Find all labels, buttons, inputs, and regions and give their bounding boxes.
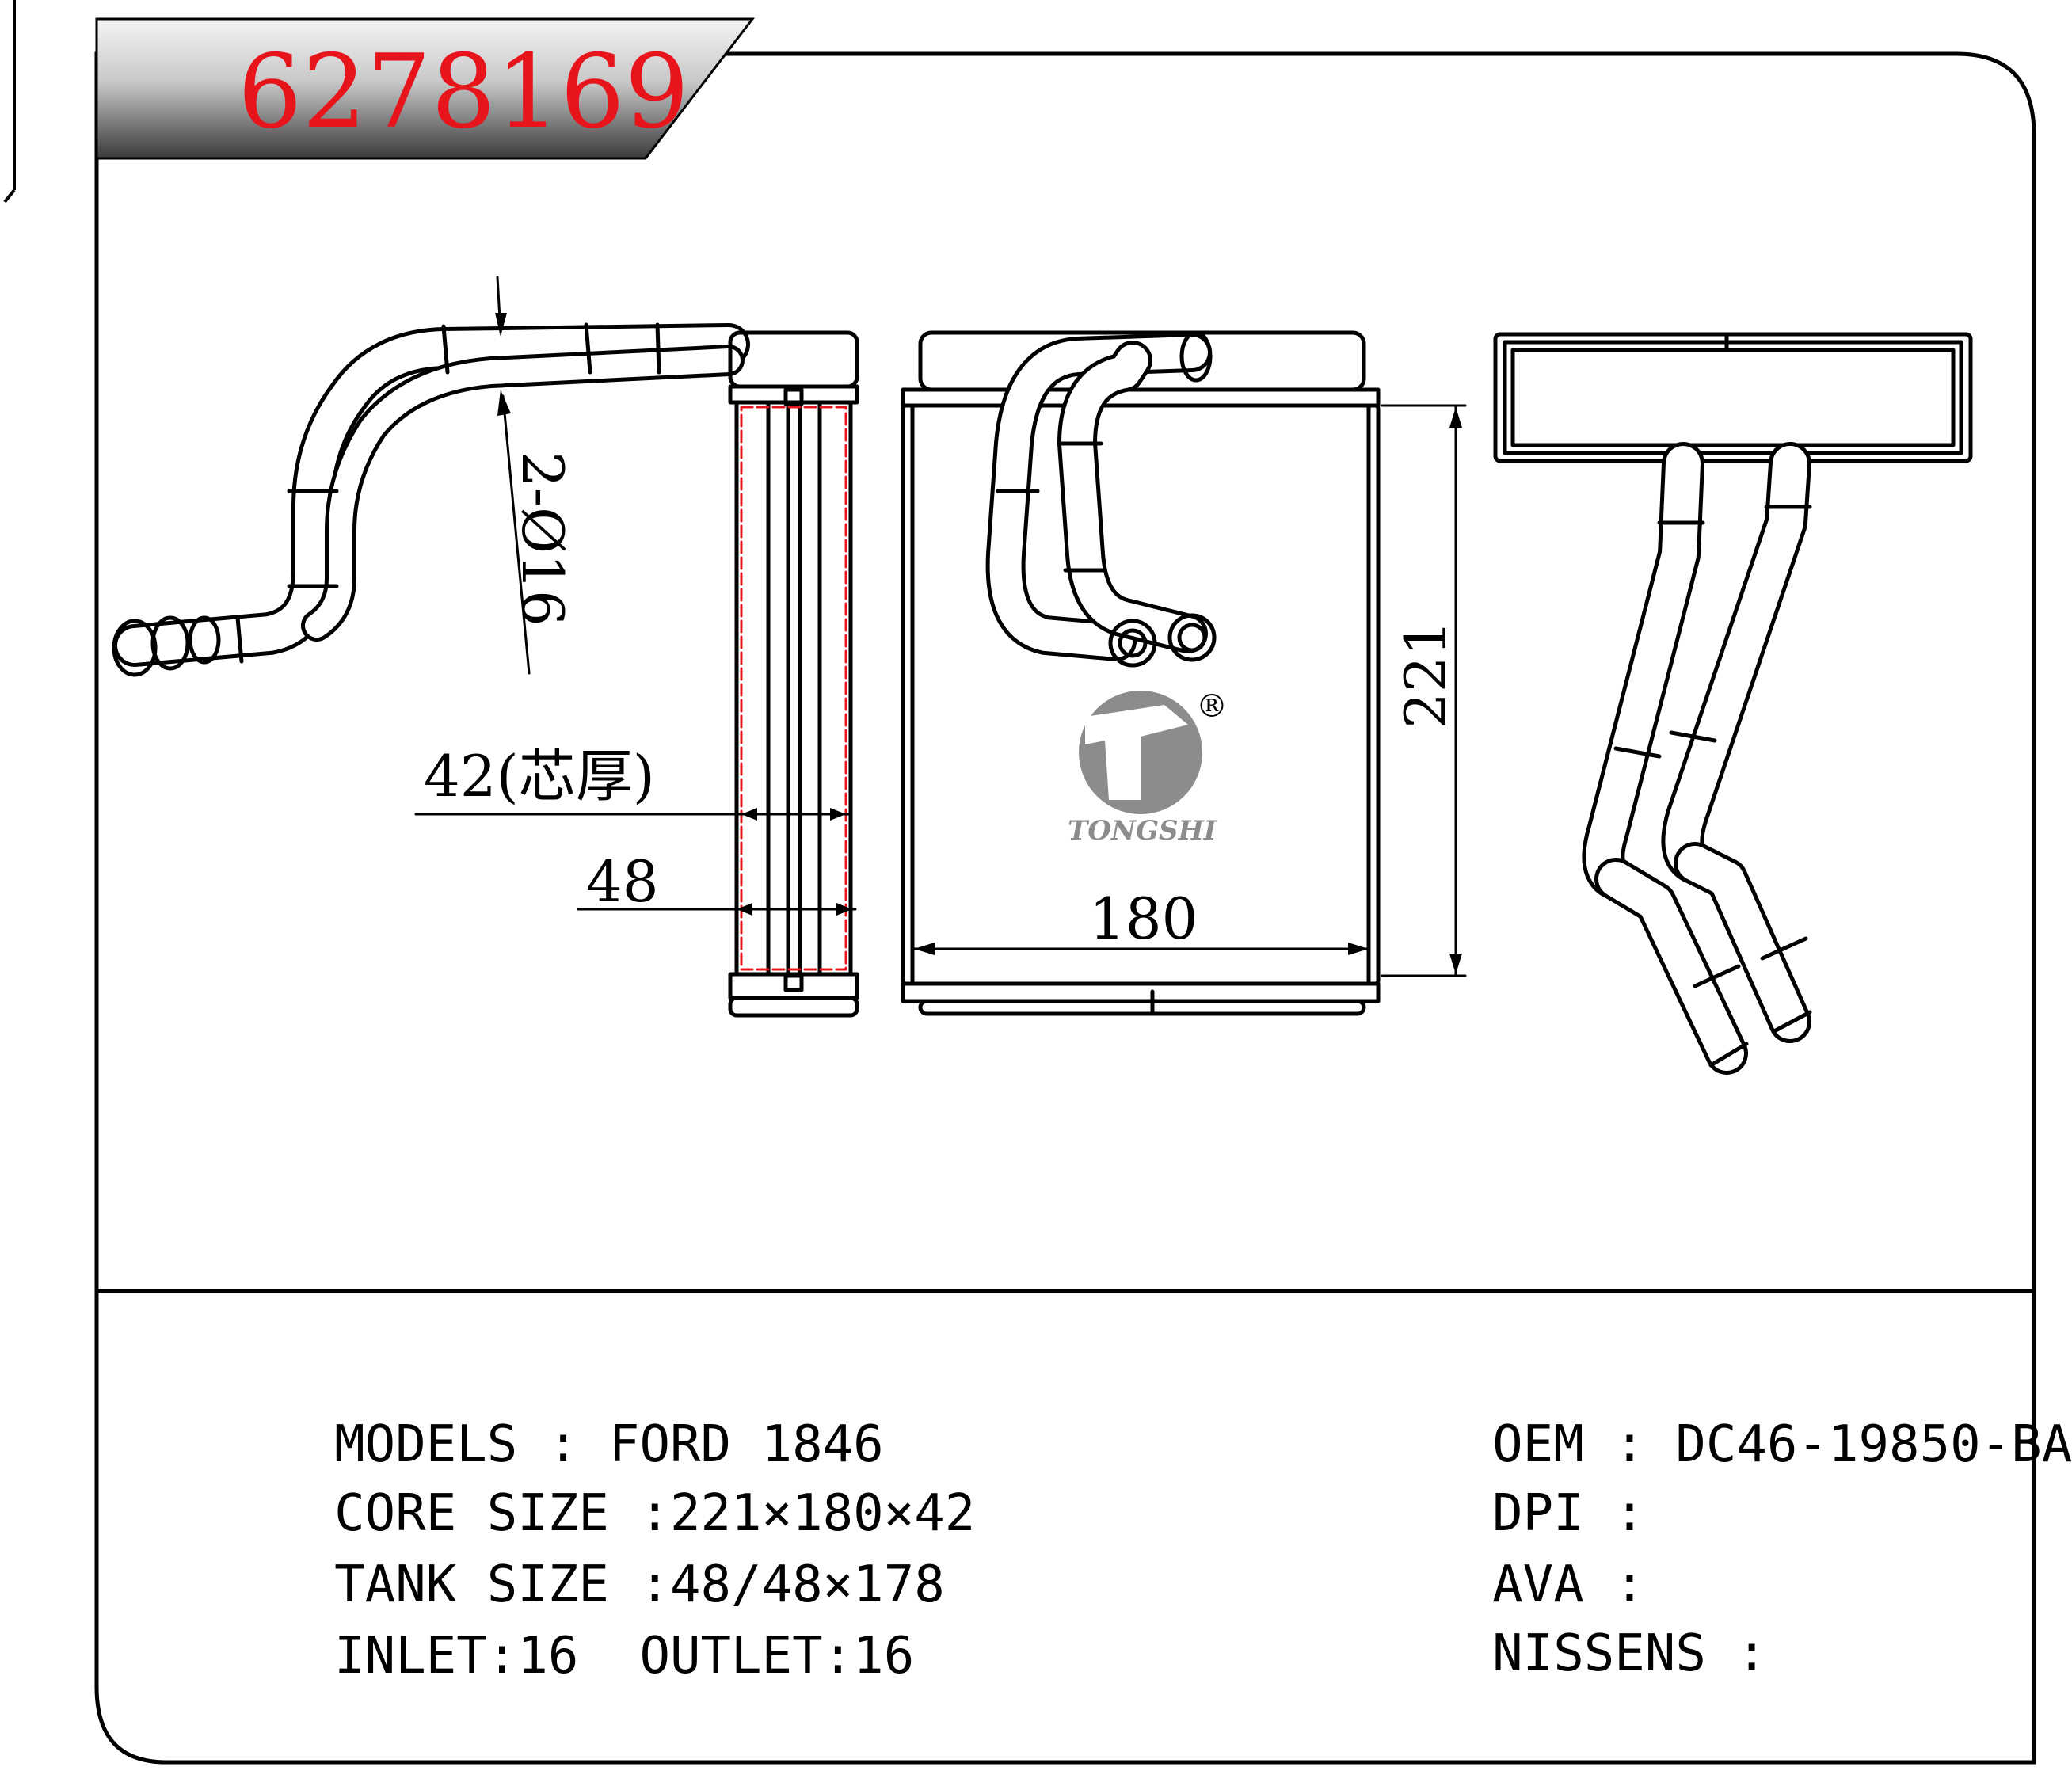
spec-oem: OEM : DC46-19850-BA	[1370, 1369, 2072, 1521]
top-view	[1493, 332, 1973, 1075]
spec-models-value: FORD 1846	[608, 1415, 884, 1474]
spec-inlet-outlet: INLET:16 OUTLET:16	[212, 1580, 914, 1732]
brand-logo: ® TONGSHI	[1068, 688, 1228, 847]
outer-frame	[94, 51, 2036, 1765]
part-number-plate: 6278169	[95, 17, 756, 160]
spec-models: MODELS : FORD 1846	[212, 1369, 884, 1521]
top-view-pipes	[1582, 442, 1812, 1075]
spec-inlet-outlet-value: 16 OUTLET:16	[517, 1627, 915, 1685]
logo-registered-mark: ®	[1196, 688, 1228, 725]
spec-oem-key: OEM :	[1492, 1415, 1676, 1474]
spec-tank-size-value: 48/48×178	[669, 1556, 945, 1614]
spec-tank-size: TANK SIZE :48/48×178	[212, 1509, 945, 1661]
spec-dpi: DPI :	[1370, 1438, 1675, 1590]
dim-width-label: 180	[1089, 885, 1198, 952]
front-view-pipes	[985, 330, 1217, 668]
spec-ava: AVA :	[1370, 1509, 1675, 1661]
spec-core-size: CORE SIZE :221×180×42	[212, 1438, 975, 1590]
part-number: 6278169	[238, 33, 689, 151]
side-view	[112, 276, 859, 1018]
core-thickness-outline	[740, 406, 847, 971]
spec-tank-size-key: TANK SIZE :	[334, 1556, 670, 1614]
dim-height-label: 221	[1392, 620, 1459, 729]
spec-core-size-key: CORE SIZE :	[334, 1484, 670, 1543]
spec-oem-value: DC46-19850-BA	[1675, 1415, 2072, 1474]
front-view	[901, 330, 1467, 1016]
dim-inlet-label: 2-Ø16	[509, 451, 576, 626]
spec-models-key: MODELS :	[334, 1415, 609, 1474]
dimension-labels: 2-Ø16 42(芯厚) 48 180 221	[424, 451, 1459, 952]
spec-nissens: NISSENS :	[1370, 1578, 1797, 1730]
spec-nissens-key: NISSENS :	[1492, 1624, 1798, 1683]
dim-core-thickness-label: 42(芯厚)	[424, 743, 655, 809]
spec-core-size-value: 221×180×42	[669, 1484, 976, 1543]
spec-dpi-key: DPI :	[1492, 1484, 1676, 1543]
logo-text: TONGSHI	[1068, 815, 1217, 847]
left-edge-marks	[3, 0, 16, 204]
spec-inlet-key: INLET:	[334, 1627, 518, 1685]
spec-ava-key: AVA :	[1492, 1556, 1676, 1614]
dim-tank-width-label: 48	[586, 848, 659, 915]
side-view-pipe	[112, 322, 750, 677]
